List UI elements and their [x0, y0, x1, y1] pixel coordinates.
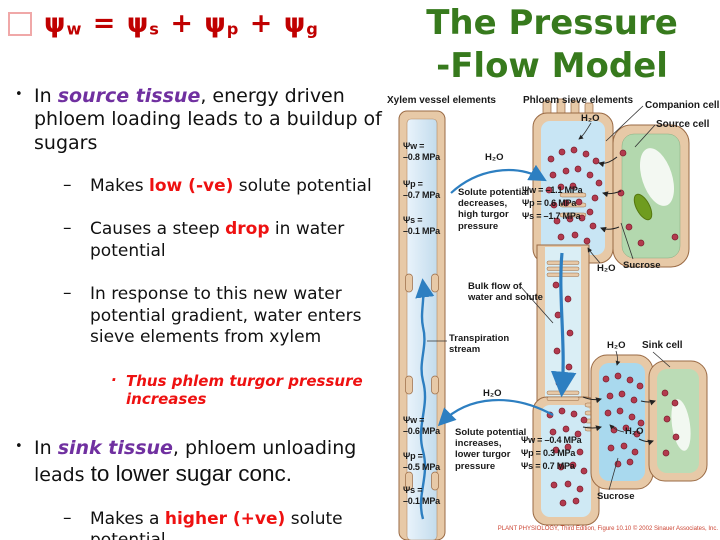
bullet-sink-tissue: •In sink tissue, phloem unloading leads …: [8, 437, 392, 488]
text: , energy driven phloem loading leads to …: [34, 85, 382, 154]
dash-marker: –: [63, 507, 72, 528]
text: solute potential: [90, 508, 343, 540]
psi-symbol: ψ: [204, 8, 227, 39]
title-line-2: -Flow Model: [436, 45, 668, 86]
xylem-bottom-psi-w: Ψw = –0.6 MPa: [403, 415, 440, 436]
text-red: low (-ve): [149, 176, 234, 197]
plus: +: [159, 8, 205, 39]
sub-bullet-water-enters: –In response to this new water potential…: [60, 283, 392, 348]
phloem-bottom-psi-w: Ψw = –0.4 MPa: [521, 435, 582, 445]
formula-row: ψw = ψs + ψp + ψg: [8, 8, 319, 39]
psi-symbol: ψ: [44, 8, 67, 39]
psi-symbol: ψ: [283, 8, 307, 39]
h2o-label-bottom-arrow: H₂O: [483, 388, 502, 399]
sub-bullet-higher-solute: –Makes a higher (+ve) solute potential: [60, 507, 392, 540]
h2o-arrow-xylem-to-phloem: [450, 164, 547, 194]
equals: =: [82, 8, 127, 39]
dash-marker: –: [63, 283, 72, 304]
text-large: to lower sugar conc.: [90, 460, 292, 486]
h2o-label-sink-mid: H₂O: [625, 426, 644, 437]
xylem-top-psi-s: Ψs = –0.1 MPa: [403, 215, 440, 236]
xylem-top-psi-p: Ψp = –0.7 MPa: [403, 179, 440, 200]
dash-marker: –: [63, 175, 72, 196]
transpiration-label: Transpiration stream: [449, 333, 510, 356]
dash-marker: –: [63, 218, 72, 239]
bulk-flow-label: Bulk flow of water and solute: [468, 281, 543, 304]
text-red: drop: [225, 219, 270, 240]
bullet-source-tissue: • In source tissue, energy driven phloem …: [8, 85, 392, 155]
sucrose-label-bottom: Sucrose: [597, 491, 635, 502]
plus: +: [239, 8, 284, 39]
xylem-header: Xylem vessel elements: [387, 95, 496, 106]
subscript-g: g: [306, 19, 319, 39]
text-purple: sink tissue: [57, 436, 173, 459]
text: In response to this new water potential …: [90, 284, 362, 348]
text-red-italic: Thus phlem turgor pressure increases: [126, 371, 363, 408]
bullet-marker: •: [15, 87, 23, 102]
outline-square-bullet-icon: [8, 11, 32, 36]
page-title: The Pressure -Flow Model: [388, 2, 716, 87]
sink-cell-label: Sink cell: [642, 340, 683, 351]
bullet-list: • In source tissue, energy driven phloem …: [8, 66, 392, 540]
sub-sub-bullet-turgor-increases: · Thus phlem turgor pressure increases: [104, 370, 392, 408]
note-solute-decreases: Solute potential decreases, high turgor …: [458, 187, 530, 232]
xylem-top-psi-w: Ψw = –0.8 MPa: [403, 141, 440, 162]
transpiration-stream-arrow: [415, 278, 435, 520]
phloem-top-psi-w: Ψw = –1.1 MPa: [522, 185, 583, 195]
text: In: [34, 85, 58, 107]
phloem-bottom-psi-s: Ψs = 0.7 MPa: [521, 461, 575, 471]
sucrose-label-top: Sucrose: [623, 260, 661, 271]
chloroplast: [633, 193, 653, 221]
h2o-label-source-top: H₂O: [581, 113, 600, 124]
text-red: higher (+ve): [164, 508, 286, 529]
text: In: [34, 436, 58, 459]
sink-cell-shapes: [590, 354, 708, 490]
source-cell-shape: [612, 124, 690, 268]
text: , phloem unloading leads: [34, 436, 357, 486]
phloem-bottom-psi-p: Ψp = 0.3 MPa: [521, 448, 576, 458]
text-purple: source tissue: [57, 85, 201, 107]
subscript-p: p: [226, 19, 240, 39]
text: Makes a: [90, 508, 165, 529]
pressure-flow-figure: Xylem vessel elements Phloem sieve eleme…: [385, 95, 720, 540]
title-line-1: The Pressure: [426, 3, 678, 43]
h2o-label-sink-top: H₂O: [607, 340, 626, 351]
phloem-top-psi-p: Ψp = 0.6 MPa: [522, 198, 577, 208]
companion-cell-label: Companion cell: [645, 100, 720, 111]
figure-artwork: [398, 98, 708, 540]
h2o-arrow-phloem-to-xylem: [437, 399, 554, 427]
sub-bullet-drop: –Causes a steep drop in water potential: [60, 218, 392, 262]
sub-bullet-low-solute: –Makes low (-ve) solute potential: [60, 175, 392, 197]
xylem-bottom-psi-p: Ψp = –0.5 MPa: [403, 451, 440, 472]
figure-credit: PLANT PHYSIOLOGY, Third Edition, Figure …: [497, 526, 718, 532]
h2o-label-top-arrow: H₂O: [485, 152, 504, 163]
phloem-header: Phloem sieve elements: [523, 95, 634, 106]
h2o-label-mid: H₂O: [597, 263, 616, 274]
subscript-s: s: [149, 19, 160, 39]
note-solute-increases: Solute potential increases, lower turgor…: [455, 427, 527, 472]
text: Makes: [90, 176, 150, 197]
text: solute potential: [233, 176, 372, 197]
dot-marker: ·: [111, 370, 117, 389]
text: in water potential: [90, 219, 345, 261]
source-cell-label: Source cell: [656, 119, 710, 130]
water-flow-arrows: [415, 164, 577, 520]
bullet-marker: •: [15, 438, 23, 454]
transport-arrows: [582, 156, 656, 446]
text: Causes a steep: [90, 219, 226, 240]
bulk-flow-arrow: [550, 252, 577, 398]
subscript-w: w: [66, 19, 83, 39]
water-potential-formula: ψw = ψs + ψp + ψg: [44, 8, 319, 39]
psi-symbol: ψ: [126, 8, 150, 39]
label-pointer-lines: [427, 105, 671, 491]
phloem-top-psi-s: Ψs = –1.7 MPa: [522, 211, 581, 221]
xylem-bottom-psi-s: Ψs = –0.1 MPa: [403, 485, 440, 506]
